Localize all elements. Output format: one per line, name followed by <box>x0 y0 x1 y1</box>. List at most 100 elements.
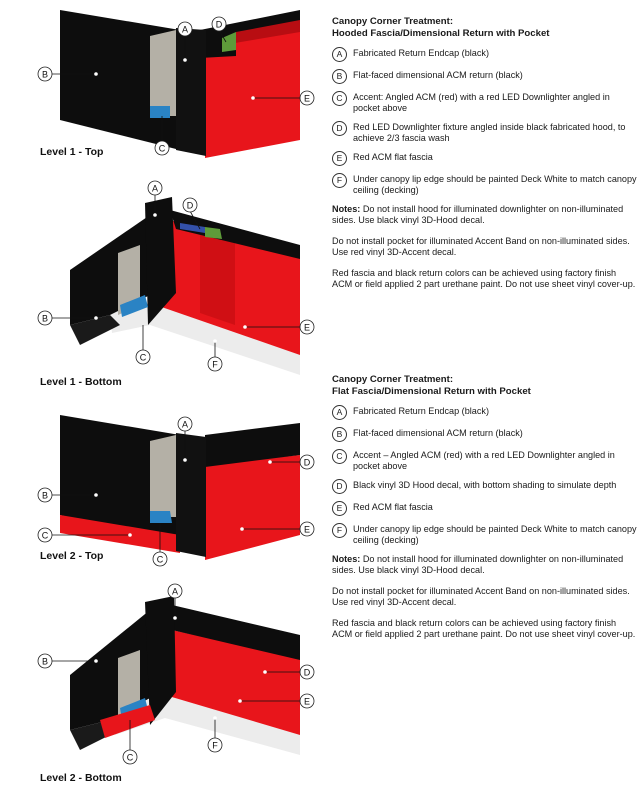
diagram-level2-bottom: A B D E C F Level 2 - Bottom <box>0 580 320 792</box>
legend-item-e: E Red ACM flat fascia <box>332 151 637 166</box>
section-title: Canopy Corner Treatment: Hooded Fascia/D… <box>332 16 637 39</box>
section-title-line1: Canopy Corner Treatment: <box>332 16 454 27</box>
svg-text:B: B <box>42 491 48 501</box>
letter-badge: F <box>332 523 347 538</box>
legend-item-c: C Accent – Angled ACM (red) with a red LE… <box>332 449 637 472</box>
callout-b: B <box>37 66 53 82</box>
callout-e: E <box>299 521 315 537</box>
section-flat-fascia: Canopy Corner Treatment: Flat Fascia/Dim… <box>332 374 637 650</box>
legend-item-text: Red LED Downlighter fixture angled insid… <box>353 122 626 143</box>
notes-label: Notes: <box>332 554 361 564</box>
svg-text:C: C <box>127 753 134 763</box>
level2-bottom-caption: Level 2 - Bottom <box>40 772 122 784</box>
legend-item-text: Red ACM flat fascia <box>353 502 433 512</box>
gray-endcap <box>150 30 176 116</box>
svg-text:E: E <box>304 94 310 104</box>
callout-b: B <box>37 310 53 326</box>
svg-text:D: D <box>187 201 194 211</box>
gray-endcap <box>118 650 140 718</box>
legend-item-d: D Red LED Downlighter fixture angled insi… <box>332 121 637 144</box>
callout-d: D <box>299 664 315 680</box>
letter-badge: C <box>332 91 347 106</box>
note-pocket: Do not install pocket for illuminated Ac… <box>332 586 630 607</box>
letter-badge: E <box>332 501 347 516</box>
callout-c: C <box>37 527 53 543</box>
section-title-line1: Canopy Corner Treatment: <box>332 374 454 385</box>
blue-led-accent <box>150 106 170 118</box>
level1-bottom-caption: Level 1 - Bottom <box>40 376 122 388</box>
letter-badge: D <box>332 121 347 136</box>
svg-text:A: A <box>182 25 188 35</box>
callout-a: A <box>177 21 193 37</box>
callout-f: F <box>207 356 223 372</box>
black-hood-decal <box>172 605 300 660</box>
svg-text:D: D <box>216 20 223 30</box>
note-text: Do not install hood for illuminated down… <box>332 554 624 575</box>
legend-item-text: Flat-faced dimensional ACM return (black… <box>353 428 523 438</box>
callout-c: C <box>122 749 138 765</box>
svg-text:A: A <box>182 420 188 430</box>
section-title-line2: Flat Fascia/Dimensional Return with Pock… <box>332 385 531 397</box>
note-finish: Red fascia and black return colors can b… <box>332 268 636 289</box>
legend-item-c: C Accent: Angled ACM (red) with a red LED… <box>332 91 637 114</box>
red-accent-band <box>100 705 155 738</box>
level1-top-caption: Level 1 - Top <box>40 146 104 158</box>
callout-e: E <box>299 693 315 709</box>
diagram-level2-top-drawing: A B D C E C <box>37 415 315 567</box>
diagram-level1-bottom-drawing: A D B E C F <box>37 180 315 375</box>
svg-text:F: F <box>212 360 218 370</box>
legend-item-text: Accent – Angled ACM (red) with a red LED… <box>353 450 615 471</box>
red-fascia-panel <box>205 455 300 560</box>
callout-b: B <box>37 653 53 669</box>
svg-text:B: B <box>42 657 48 667</box>
svg-text:B: B <box>42 70 48 80</box>
black-return-lower <box>70 315 120 345</box>
legend-item-text: Red ACM flat fascia <box>353 152 433 162</box>
legend-item-text: Flat-faced dimensional ACM return (black… <box>353 70 523 80</box>
blue-led-accent <box>120 295 148 317</box>
black-endcap-edge <box>176 433 206 557</box>
black-endcap <box>145 197 176 325</box>
svg-text:E: E <box>304 525 310 535</box>
callout-a: A <box>147 180 163 196</box>
svg-text:C: C <box>42 531 49 541</box>
svg-text:F: F <box>212 741 218 751</box>
level2-top-caption: Level 2 - Top <box>40 550 104 562</box>
legend-item-text: Accent: Angled ACM (red) with a red LED … <box>353 92 610 113</box>
letter-badge: B <box>332 427 347 442</box>
legend-item-text: Under canopy lip edge should be painted … <box>353 524 637 545</box>
svg-text:A: A <box>172 587 178 597</box>
letter-badge: F <box>332 173 347 188</box>
gray-endcap <box>118 245 140 315</box>
legend-item-text: Fabricated Return Endcap (black) <box>353 406 489 416</box>
svg-text:C: C <box>157 555 164 565</box>
svg-text:B: B <box>42 314 48 324</box>
letter-badge: D <box>332 479 347 494</box>
red-fascia-panel <box>165 630 300 735</box>
callout-f: F <box>207 737 223 753</box>
section-title: Canopy Corner Treatment: Flat Fascia/Dim… <box>332 374 637 397</box>
note-finish: Red fascia and black return colors can b… <box>332 618 636 639</box>
callout-d: D <box>299 454 315 470</box>
red-fascia-shade <box>200 230 235 325</box>
blue-led-strip <box>180 223 205 233</box>
svg-text:A: A <box>152 184 158 194</box>
callout-a: A <box>167 583 183 599</box>
callout-c-lower: C <box>152 551 168 567</box>
callout-e: E <box>299 319 315 335</box>
diagram-level2-bottom-drawing: A B D E C F <box>37 583 315 765</box>
svg-text:D: D <box>304 668 311 678</box>
legend-item-e: E Red ACM flat fascia <box>332 501 637 516</box>
legend-item-text: Black vinyl 3D Hood decal, with bottom s… <box>353 480 617 490</box>
letter-badge: C <box>332 449 347 464</box>
note-hood: Notes: Do not install hood for illuminat… <box>332 554 637 576</box>
diagram-level1-bottom: A D B E C F Level 1 - Bottom <box>0 175 320 395</box>
callout-d: D <box>182 197 198 213</box>
letter-badge: A <box>332 47 347 62</box>
diagram-level1-top: B A D E C Level 1 - Top <box>0 0 320 165</box>
letter-badge: E <box>332 151 347 166</box>
legend-item-d: D Black vinyl 3D Hood decal, with bottom … <box>332 479 637 494</box>
diagram-level1-top-drawing: B A D E C <box>37 10 315 158</box>
callout-c: C <box>135 349 151 365</box>
